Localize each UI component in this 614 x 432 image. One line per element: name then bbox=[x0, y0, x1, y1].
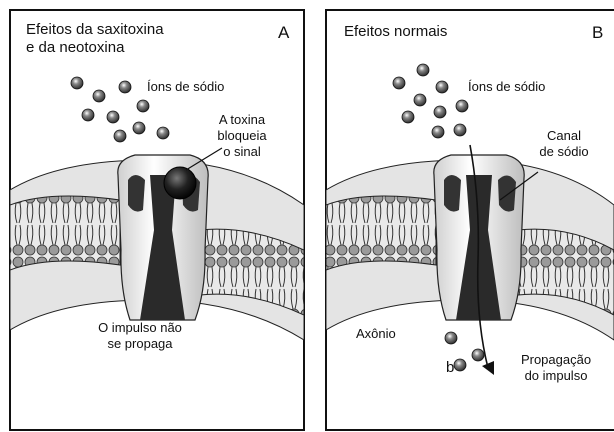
toxin-label-line2: bloqueia bbox=[217, 128, 267, 143]
propagation-label-line1: Propagação bbox=[521, 352, 591, 367]
toxin-label-line1: A toxina bbox=[219, 112, 266, 127]
panel-a-title-line2: e da neotoxina bbox=[26, 39, 125, 56]
channel-label-line1: Canal bbox=[547, 128, 581, 143]
panel-b-title: Efeitos normais bbox=[344, 23, 447, 40]
panel-a-title-line1: Efeitos da saxitoxina bbox=[26, 21, 164, 38]
impulse-label-line2: se propaga bbox=[107, 336, 173, 351]
ions-label-b: Íons de sódio bbox=[468, 79, 545, 94]
panel-a-letter: A bbox=[278, 23, 290, 42]
ions-label-a: Íons de sódio bbox=[147, 79, 224, 94]
axon-label: Axônio bbox=[356, 326, 396, 341]
panel-b-letter: B bbox=[592, 23, 603, 42]
panel-b: Efeitos normais B Íons de sódio Canal de… bbox=[326, 10, 614, 430]
b-marker: b bbox=[446, 359, 454, 376]
toxin-molecule bbox=[164, 167, 196, 199]
toxin-label-line3: o sinal bbox=[223, 144, 261, 159]
propagation-label-line2: do impulso bbox=[525, 368, 588, 383]
impulse-label-line1: O impulso não bbox=[98, 320, 182, 335]
panel-a: Efeitos da saxitoxina e da neotoxina A Í… bbox=[10, 10, 304, 430]
channel-label-line2: de sódio bbox=[539, 144, 588, 159]
